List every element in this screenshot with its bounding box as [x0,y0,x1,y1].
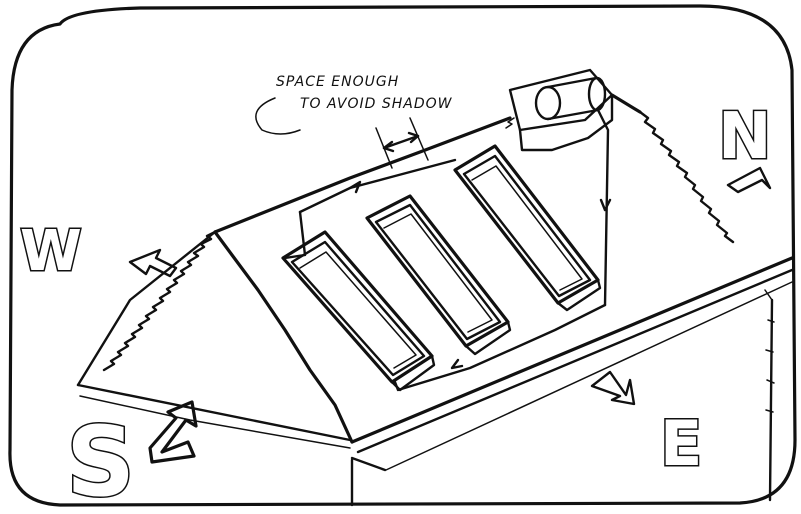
compass-north-label: N [718,100,772,174]
compass-west-label: W [20,219,82,284]
annotation-line-1: SPACE ENOUGH [276,74,399,90]
south-arrow-icon [150,402,196,462]
chimney-storage-tank [506,70,612,150]
compass-east-label: E [660,407,702,480]
solar-collector-2 [367,196,510,354]
house-wall [352,290,774,505]
piping-loop [285,110,610,390]
west-arrow-icon [130,250,176,276]
compass-south-label: S [66,406,135,509]
east-arrow-icon [592,372,634,404]
solar-collector-3 [455,146,600,310]
annotation-line-2: TO AVOID SHADOW [300,96,453,112]
